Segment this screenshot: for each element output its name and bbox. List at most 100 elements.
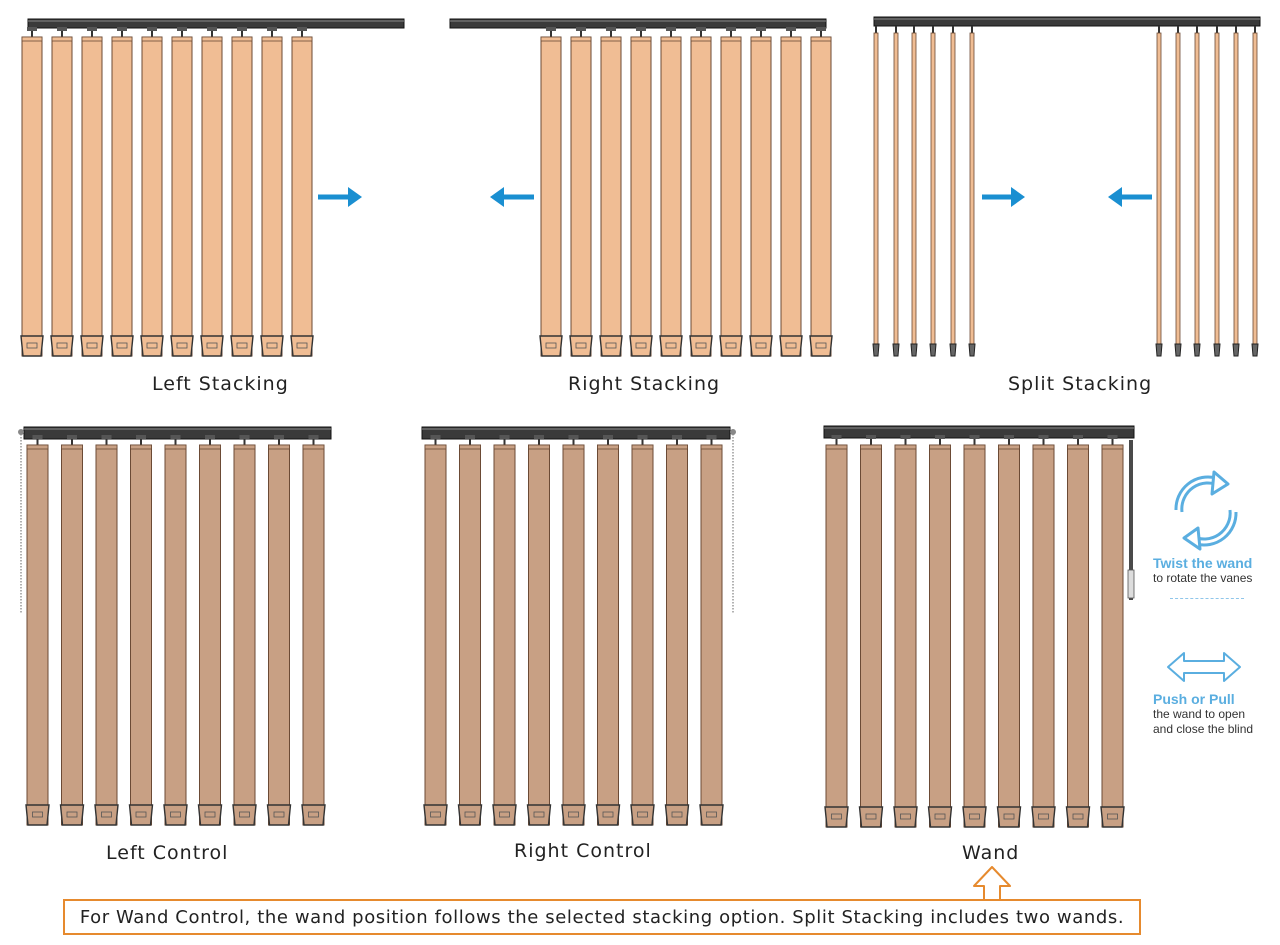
vane-weight-slot [602, 811, 614, 818]
vane-weight-slot [86, 342, 98, 349]
headrail [449, 18, 827, 29]
vane [26, 444, 49, 826]
vane-hook [117, 27, 127, 31]
vane [600, 36, 622, 357]
vane-hook [900, 435, 911, 439]
vane-hook [267, 27, 277, 31]
vane-hook [32, 435, 43, 439]
vane-weight [599, 335, 623, 357]
vane-weight [561, 804, 586, 826]
right-control-illustration [421, 426, 736, 826]
vane-edge [950, 32, 956, 357]
vane-top-cap [111, 36, 133, 42]
vane-hook [935, 435, 945, 439]
vane [660, 36, 682, 357]
vane [570, 36, 592, 357]
vane [424, 444, 447, 826]
split-stacking-illustration [872, 16, 1261, 357]
vane [1101, 444, 1124, 828]
vane [302, 444, 325, 826]
vane-weight-slot [116, 342, 128, 349]
arrow-shaft [318, 194, 348, 200]
vane-top-cap [81, 36, 103, 42]
vane-top-cap [268, 444, 290, 450]
wand-panel [800, 420, 1160, 840]
right-stacking-illustration [449, 18, 833, 357]
vane-weight [996, 806, 1022, 828]
vane-weight [20, 335, 44, 357]
vane-hook [430, 435, 441, 439]
vane-hook [237, 27, 247, 31]
vane-top-cap [141, 36, 163, 42]
vane-weight [892, 343, 900, 357]
vane-weight-slot [1038, 813, 1049, 820]
vane-weight [230, 335, 254, 357]
vane-weight [80, 335, 104, 357]
right-stacking-label: Right Stacking [568, 373, 721, 395]
vane-edge [1156, 32, 1162, 357]
vane [1067, 444, 1089, 828]
vane-top-cap [233, 444, 256, 450]
right-control-panel [400, 420, 760, 840]
note-box: For Wand Control, the wand position foll… [63, 899, 1141, 935]
vane-hook [568, 435, 579, 439]
twist-legend: Twist the wand to rotate the vanes [1153, 555, 1252, 586]
vane-top-cap [600, 36, 622, 42]
vane-hook [207, 27, 217, 31]
vane [690, 36, 712, 357]
vane-weight-slot [176, 342, 188, 349]
vane-weight-slot [26, 342, 38, 349]
left-stacking-label: Left Stacking [152, 373, 289, 395]
vane-edge [1175, 32, 1181, 357]
chain-pulley [730, 429, 736, 435]
vane [562, 444, 585, 826]
vane-edge [969, 32, 975, 357]
vane-weight-slot [32, 811, 43, 818]
vane-weight [872, 343, 880, 357]
vane-top-cap [630, 36, 652, 42]
vane-top-cap [666, 444, 688, 450]
vane [750, 36, 772, 357]
vane-top-cap [231, 36, 253, 42]
wand-illustration [823, 425, 1135, 828]
vane-weight [629, 335, 653, 357]
vane-top-cap [540, 36, 562, 42]
vane-top-cap [164, 444, 187, 450]
vane-weight-slot [785, 342, 797, 349]
vane [111, 36, 133, 357]
vane-top-cap [631, 444, 654, 450]
vane-top-cap [61, 444, 83, 450]
vane-top-cap [660, 36, 682, 42]
vane-top-cap [130, 444, 152, 450]
vane-weight [539, 335, 563, 357]
left-control-label: Left Control [106, 842, 229, 864]
vane-weight-slot [706, 811, 717, 818]
push-legend: Push or Pull the wand to open and close … [1153, 691, 1253, 737]
vane-weight [1100, 806, 1125, 828]
vane-weight-slot [296, 342, 308, 349]
vane-top-cap [825, 444, 848, 450]
vane-weight [809, 335, 833, 357]
vane-weight [962, 806, 987, 828]
vane-weight-slot [934, 813, 946, 820]
vane-top-cap [528, 444, 550, 450]
vane-weight-slot [308, 811, 319, 818]
vane-weight [779, 335, 803, 357]
vane-top-cap [860, 444, 882, 450]
vane-hook [576, 27, 586, 31]
vane-weight-slot [900, 813, 911, 820]
vane-hook [297, 27, 307, 31]
headrail [27, 18, 405, 29]
vane-weight-slot [755, 342, 767, 349]
vane-top-cap [21, 36, 43, 42]
vane-hook [1038, 435, 1049, 439]
vane-weight-slot [1003, 813, 1015, 820]
vane-weight [1031, 806, 1056, 828]
vane-weight [457, 804, 483, 826]
vane-hook [666, 27, 676, 31]
vane [164, 444, 187, 826]
vane-weight [526, 804, 552, 826]
vane-hook [499, 435, 510, 439]
vane-top-cap [1032, 444, 1055, 450]
left-stacking-illustration [20, 18, 405, 357]
